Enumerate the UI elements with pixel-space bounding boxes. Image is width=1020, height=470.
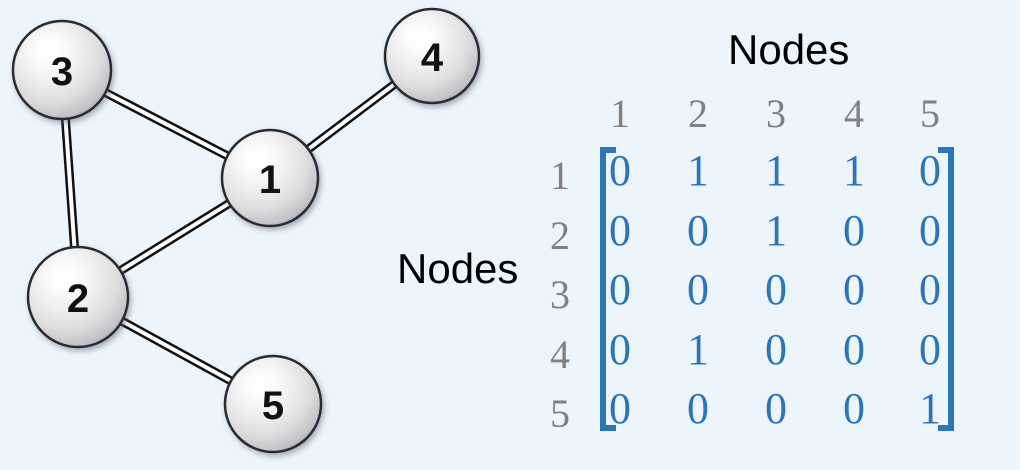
matrix-row-axis-title: Nodes <box>397 245 519 292</box>
adjacency-matrix-panel: Nodes Nodes 1 2 3 4 5 1 2 3 4 5 0 1 1 1 … <box>397 0 1020 470</box>
matrix-cell-r4c3: 0 <box>765 325 787 374</box>
matrix-cell-r4c5: 0 <box>919 325 941 374</box>
matrix-cell-r5c5: 1 <box>919 384 941 433</box>
matrix-cell-r4c2: 1 <box>687 325 709 374</box>
matrix-row-header-4: 4 <box>550 332 570 377</box>
matrix-column-header-1: 1 <box>610 91 630 136</box>
graph-panel: 3 4 1 2 <box>11 7 481 454</box>
matrix-cell-r1c4: 1 <box>843 146 865 195</box>
graph-node-4[interactable]: 4 <box>383 7 481 105</box>
matrix-column-header-4: 4 <box>844 91 864 136</box>
matrix-cell-r2c1: 0 <box>609 206 631 255</box>
matrix-column-header-2: 2 <box>688 91 708 136</box>
graph-node-5[interactable]: 5 <box>223 354 323 454</box>
edges-group <box>57 52 435 408</box>
matrix-cell-r2c5: 0 <box>919 206 941 255</box>
graph-node-1[interactable]: 1 <box>220 128 320 228</box>
matrix-cell-r3c4: 0 <box>843 265 865 314</box>
matrix-cell-r5c3: 0 <box>765 384 787 433</box>
matrix-column-axis-title: Nodes <box>728 26 850 73</box>
matrix-cell-r2c3: 1 <box>765 206 787 255</box>
graph-node-2[interactable]: 2 <box>26 245 130 349</box>
graph-svg: 3 4 1 2 <box>11 7 481 454</box>
matrix-row-header-2: 2 <box>550 213 570 258</box>
matrix-cell-r4c4: 0 <box>843 325 865 374</box>
matrix-cell-r3c5: 0 <box>919 265 941 314</box>
matrix-row-header-5: 5 <box>550 391 570 436</box>
graph-node-3[interactable]: 3 <box>11 19 113 121</box>
matrix-column-header-3: 3 <box>766 91 786 136</box>
matrix-cell-r1c2: 1 <box>687 146 709 195</box>
nodes-group: 3 4 1 2 <box>11 7 481 454</box>
matrix-cell-r3c1: 0 <box>609 265 631 314</box>
matrix-cell-r1c1: 0 <box>609 146 631 195</box>
matrix-cell-r5c1: 0 <box>609 384 631 433</box>
matrix-cell-r1c3: 1 <box>765 146 787 195</box>
matrix-column-header-5: 5 <box>920 91 940 136</box>
matrix-cell-r4c1: 0 <box>609 325 631 374</box>
matrix-cell-r5c2: 0 <box>687 384 709 433</box>
matrix-row-header-3: 3 <box>550 272 570 317</box>
matrix-cell-r3c3: 0 <box>765 265 787 314</box>
matrix-cell-r5c4: 0 <box>843 384 865 433</box>
matrix-cell-r2c2: 0 <box>687 206 709 255</box>
matrix-cell-r1c5: 0 <box>919 146 941 195</box>
matrix-row-header-1: 1 <box>550 153 570 198</box>
matrix-cell-r3c2: 0 <box>687 265 709 314</box>
matrix-cell-r2c4: 0 <box>843 206 865 255</box>
